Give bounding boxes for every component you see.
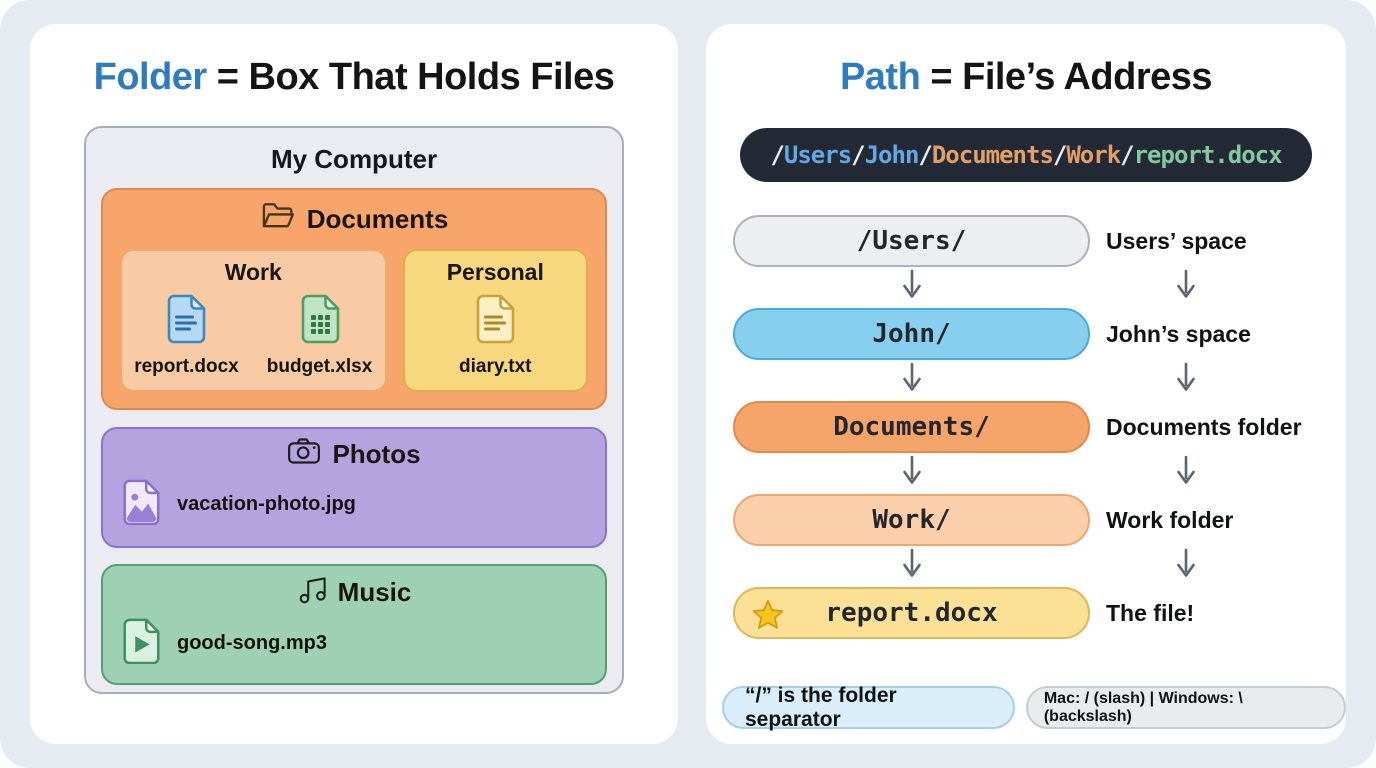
photos-folder-box: Photos vacation-photo.jpg	[101, 427, 607, 548]
down-arrow-icon	[901, 548, 923, 585]
my-computer-box: My Computer Documents Work	[84, 126, 624, 694]
down-arrow-icon	[1175, 455, 1197, 492]
step-pill-text: report.docx	[825, 598, 998, 628]
down-arrow-icon	[901, 269, 923, 306]
step-pill-work: Work/	[733, 494, 1090, 546]
step-label-john: John’s space	[1106, 320, 1251, 347]
footnotes: “/” is the folder separator Mac: / (slas…	[722, 684, 1346, 731]
text-document-icon	[473, 294, 517, 349]
step-pill-text: John/	[872, 319, 951, 349]
file-name: report.docx	[134, 356, 239, 377]
photo-file-name: vacation-photo.jpg	[177, 493, 356, 515]
file-item-budget: budget.xlsx	[266, 294, 373, 378]
file-item-report: report.docx	[134, 294, 239, 378]
down-arrow-icon	[1175, 269, 1197, 306]
down-arrow-icon	[901, 362, 923, 399]
folder-title-rest: = Box That Holds Files	[206, 56, 615, 98]
audio-file-icon	[120, 618, 162, 669]
step-label-file: The file!	[1106, 599, 1195, 626]
step-label-work: Work folder	[1106, 506, 1234, 533]
documents-folder-box: Documents Work	[101, 188, 607, 410]
code-segment-work: Work	[1066, 141, 1121, 169]
code-segment-slash: /	[851, 141, 865, 169]
my-computer-title: My Computer	[270, 144, 438, 174]
path-flow-diagram: /Users/ Users’ space John/ John’s space …	[733, 215, 1330, 639]
step-pill-documents: Documents/	[733, 401, 1090, 453]
step-pill-john: John/	[733, 308, 1090, 360]
word-document-icon	[164, 294, 208, 349]
music-folder-box: Music good-song.mp3	[101, 564, 607, 685]
file-name: diary.txt	[459, 356, 532, 377]
work-folder-title: Work	[224, 259, 282, 285]
step-label-users: Users’ space	[1106, 227, 1247, 254]
folder-panel: Folder = Box That Holds Files My Compute…	[30, 24, 678, 744]
work-folder-box: Work report.docx	[120, 249, 387, 392]
documents-folder-title: Documents	[306, 204, 449, 234]
code-segment-slash: /	[918, 141, 932, 169]
star-icon	[752, 599, 784, 638]
down-arrow-icon	[1175, 548, 1197, 585]
personal-folder-title: Personal	[446, 259, 544, 285]
code-segment-john: John	[864, 141, 920, 169]
code-segment-documents: Documents	[931, 141, 1054, 169]
path-title-highlight: Path	[839, 56, 921, 98]
open-folder-icon	[260, 200, 296, 239]
folder-title-highlight: Folder	[93, 56, 208, 98]
path-panel: Path = File’s Address /Users/John/Docume…	[706, 24, 1346, 744]
down-arrow-icon	[1175, 362, 1197, 399]
code-segment-slash: /	[1120, 141, 1134, 169]
spreadsheet-icon	[298, 294, 342, 349]
personal-folder-box: Personal diary.txt	[402, 249, 588, 392]
music-note-icon	[297, 574, 327, 611]
file-item-diary: diary.txt	[459, 294, 532, 378]
camera-icon	[287, 437, 321, 472]
folder-panel-title: Folder = Box That Holds Files	[30, 56, 678, 99]
step-label-documents: Documents folder	[1106, 413, 1302, 440]
code-segment-slash: /	[770, 141, 784, 169]
path-panel-title: Path = File’s Address	[706, 56, 1346, 99]
step-pill-text: /Users/	[856, 226, 967, 256]
down-arrow-icon	[901, 455, 923, 492]
step-pill-users: /Users/	[733, 215, 1090, 267]
step-pill-text: Work/	[872, 505, 951, 535]
code-segment-users: Users	[783, 141, 852, 169]
photos-folder-title: Photos	[332, 439, 421, 469]
file-name: budget.xlsx	[266, 356, 373, 377]
code-segment-report: report.docx	[1133, 141, 1283, 169]
separator-note: “/” is the folder separator	[722, 684, 1015, 731]
music-folder-title: Music	[337, 577, 412, 607]
path-code-bar: /Users/John/Documents/Work/report.docx	[740, 128, 1312, 182]
image-file-icon	[120, 479, 162, 530]
code-segment-slash: /	[1052, 141, 1067, 169]
path-title-rest: = File’s Address	[920, 56, 1213, 98]
step-pill-file: report.docx	[733, 587, 1090, 639]
audio-file-name: good-song.mp3	[177, 632, 327, 654]
step-pill-text: Documents/	[833, 412, 990, 442]
os-slash-note: Mac: / (slash) | Windows: \ (backslash)	[1025, 686, 1346, 729]
